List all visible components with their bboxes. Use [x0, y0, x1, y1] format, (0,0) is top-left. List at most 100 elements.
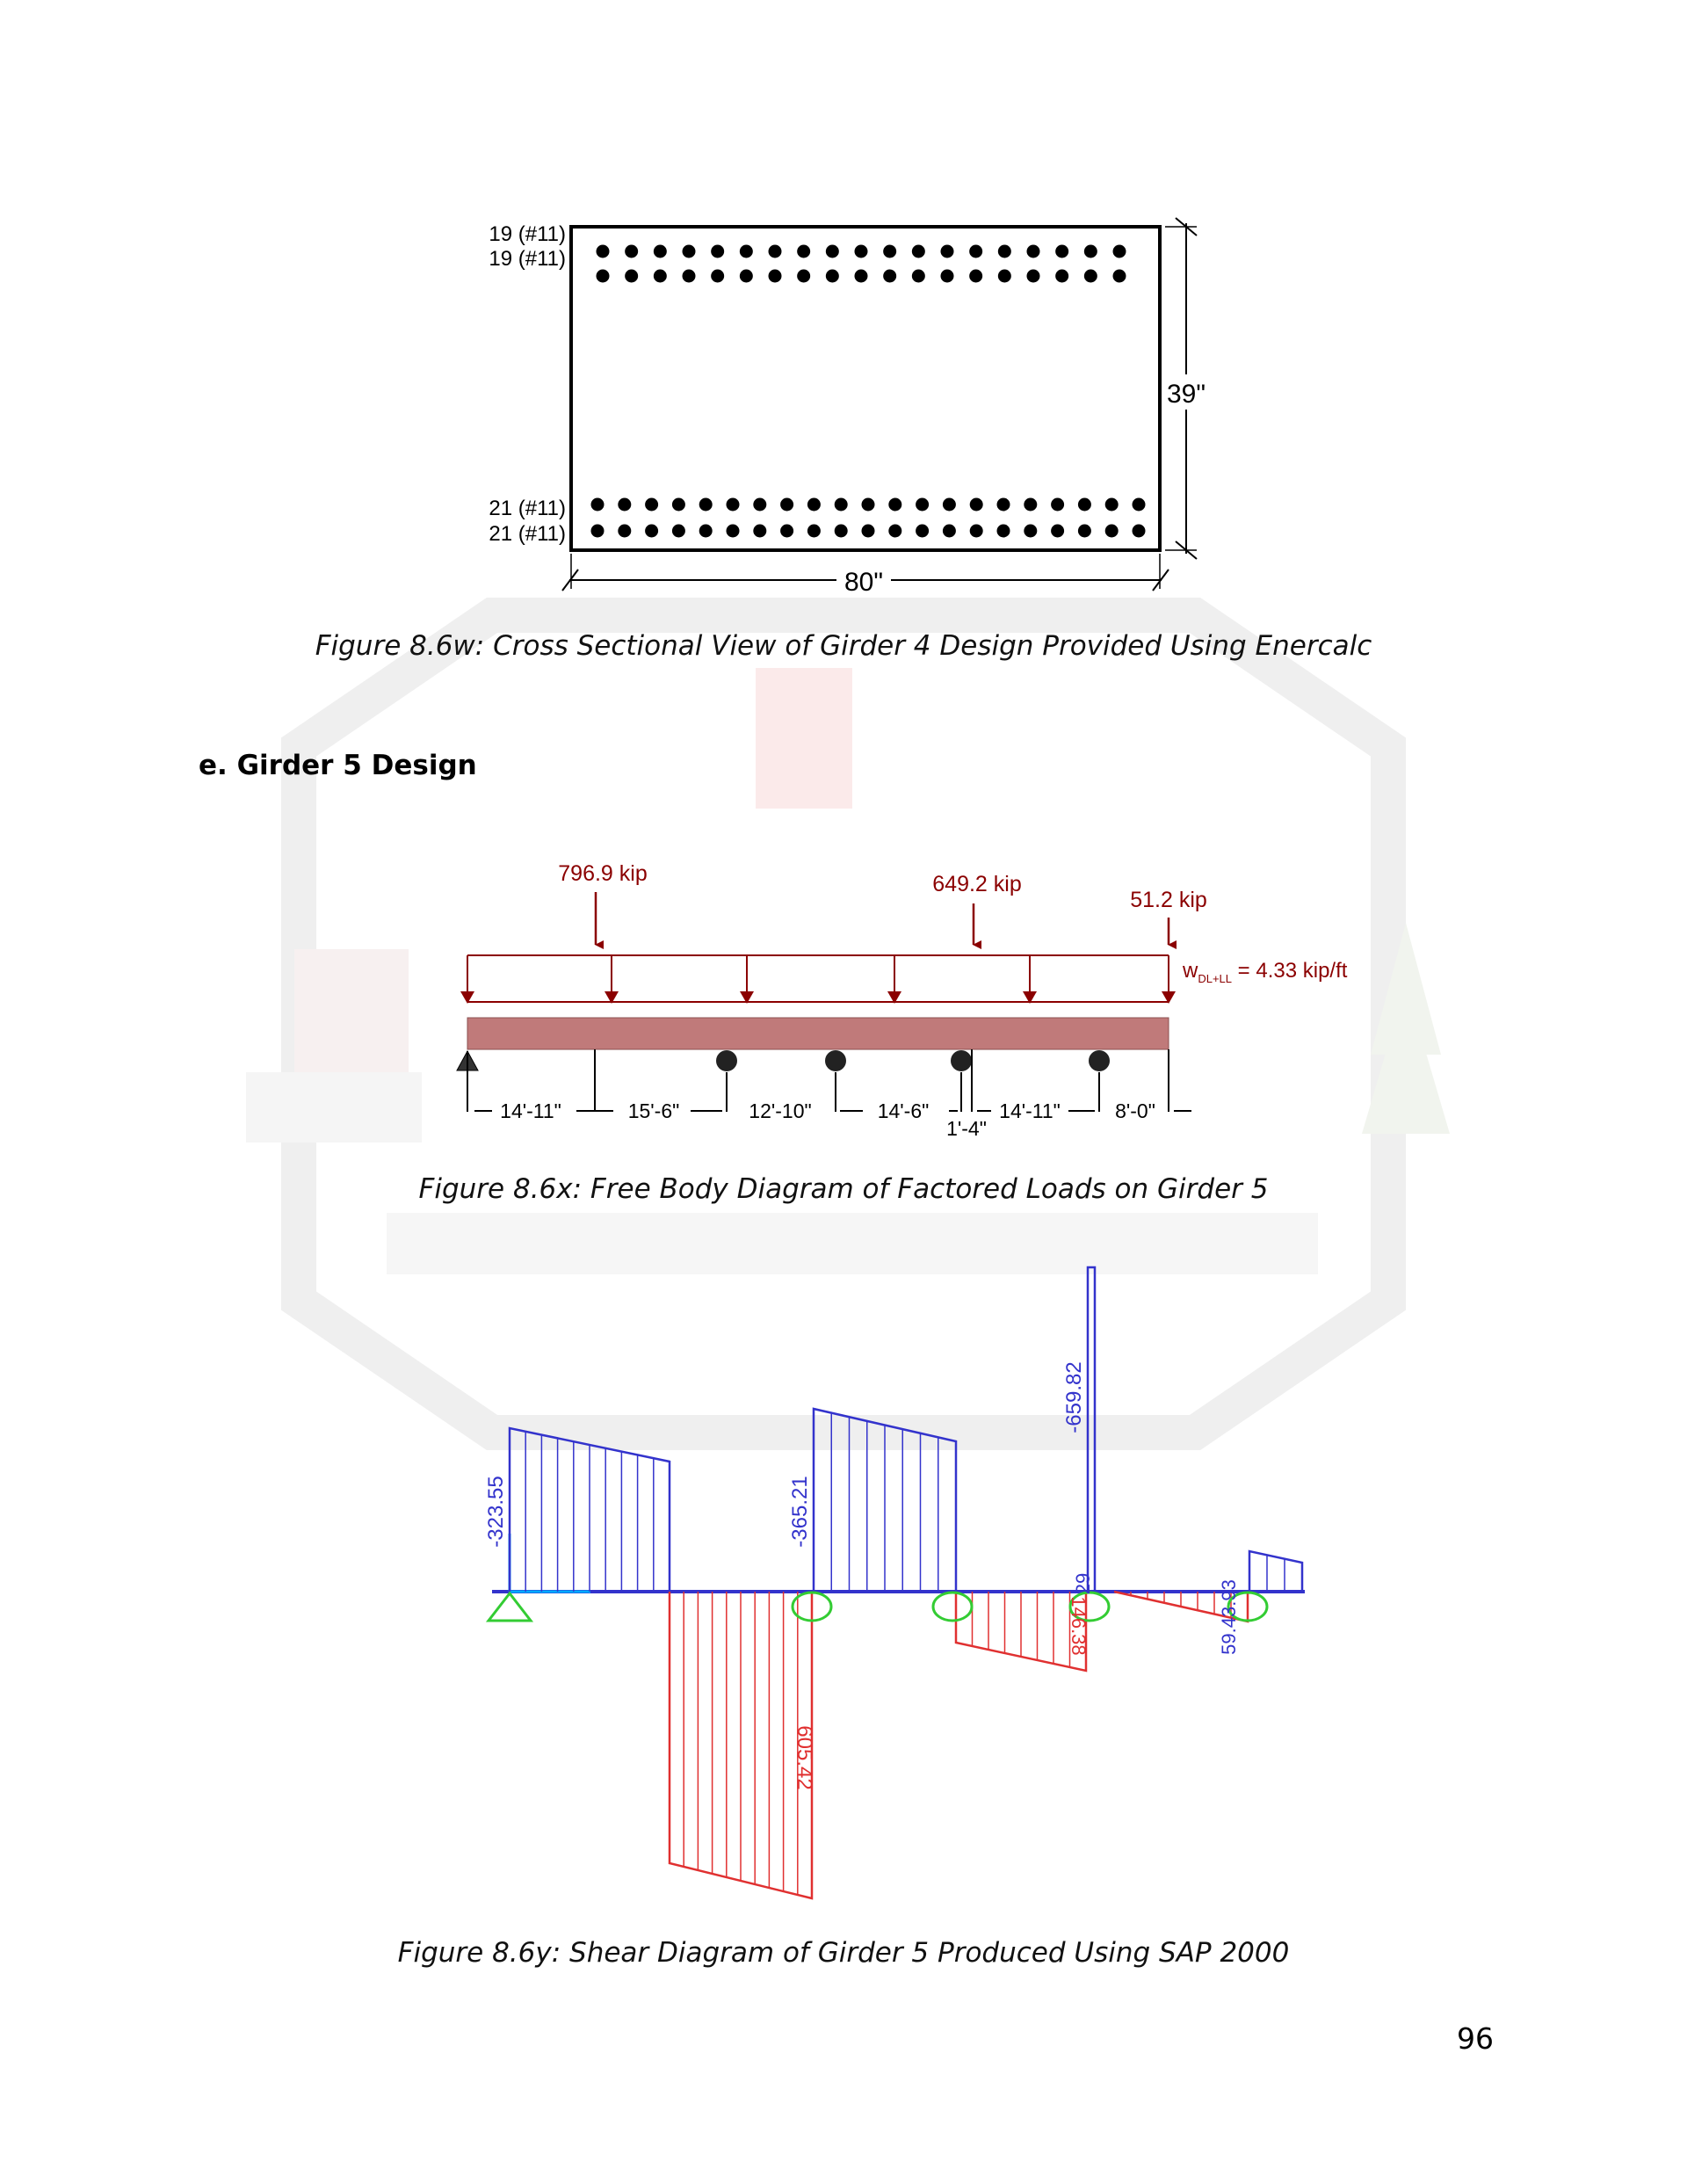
rebar-dot [780, 524, 794, 538]
rebar-dot [1026, 244, 1040, 258]
udl-arrow-head [460, 991, 474, 1004]
rebar-dot [726, 524, 740, 538]
rebar-dot [1104, 524, 1119, 538]
rebar-dot [1077, 497, 1091, 512]
figure-8-6y-caption: Figure 8.6y: Shear Diagram of Girder 5 P… [397, 1937, 1290, 1969]
span-5: 1'-4" [946, 1117, 987, 1140]
rebar-dot [825, 269, 839, 283]
span-2: 15'-6" [628, 1099, 680, 1122]
udl-arrow-head [1162, 991, 1176, 1004]
page-number: 96 [1457, 2021, 1494, 2056]
rebar-dot [834, 497, 848, 512]
shear-roller-supports [791, 1591, 1269, 1622]
rebar-dot [797, 244, 811, 258]
rebar-dot [911, 269, 925, 283]
rebar-dot [969, 269, 983, 283]
udl-arrow-head [887, 991, 901, 1004]
rebar-dot [969, 524, 983, 538]
rebar-dot [1077, 524, 1091, 538]
span-6: 14'-11" [999, 1099, 1061, 1122]
rebar-dot [1055, 244, 1069, 258]
distributed-load-label: wDL+LL = 4.33 kip/ft [1182, 959, 1348, 985]
rebar-dot [996, 497, 1010, 512]
width-dimension: 80" [844, 568, 883, 597]
girder-section-outline [569, 225, 1162, 552]
rebar-dot [888, 497, 902, 512]
top-row-2-label: 19 (#11) [489, 247, 566, 271]
rebar-dot [883, 244, 897, 258]
shear-label-4: 605.42 [793, 1725, 816, 1789]
rebar-dot [590, 497, 605, 512]
rebar-dot [645, 524, 659, 538]
rebar-dot [753, 497, 767, 512]
rebar-dot [1051, 524, 1065, 538]
point-load-1: 796.9 kip [558, 861, 647, 886]
rebar-dot [618, 524, 632, 538]
rebar-dot [996, 524, 1010, 538]
rebar-dot [1024, 497, 1038, 512]
rebar-dot [596, 244, 610, 258]
rebar-dot [653, 244, 667, 258]
shear-label-1: -323.55 [484, 1476, 508, 1547]
rebar-dot [711, 269, 725, 283]
udl-arrow-head [1023, 991, 1037, 1004]
rebar-dot [834, 524, 848, 538]
rebar-dot [888, 524, 902, 538]
rebar-dot [645, 497, 659, 512]
span-3: 12'-10" [749, 1099, 811, 1122]
free-body-diagram: 796.9 kip 649.2 kip 51.2 kip wDL+LL = 4.… [456, 861, 1348, 1140]
rebar-dot [625, 244, 639, 258]
rebar-dot [590, 524, 605, 538]
rebar-dot [682, 269, 696, 283]
rebar-dot [1083, 244, 1097, 258]
rebar-dot [671, 497, 685, 512]
distributed-load-arrows [460, 955, 1176, 1004]
rebar-dot [1132, 524, 1146, 538]
rebar-dot [739, 269, 753, 283]
span-1: 14'-11" [500, 1099, 561, 1122]
rebar-dot [618, 497, 632, 512]
roller-supports [716, 1050, 1110, 1071]
rebar-dot [1026, 269, 1040, 283]
udl-arrow-head [605, 991, 619, 1004]
shear-label-5: 146.38 [1068, 1596, 1090, 1655]
shear-negative-regions [668, 1590, 1249, 1900]
rebar-dot [825, 244, 839, 258]
span-7: 8'-0" [1115, 1099, 1155, 1122]
shear-label-7: 59.43.93 [1218, 1579, 1240, 1655]
rebar-dot [682, 244, 696, 258]
rebar-dot [753, 524, 767, 538]
shear-diagram: -323.55 -365.21 -659.82 605.42 146.38 29… [484, 1266, 1305, 1900]
rebar-dot [1132, 497, 1146, 512]
rebar-dot [625, 269, 639, 283]
rebar-dot [997, 244, 1011, 258]
cross-section-figure: 19 (#11) 19 (#11) 21 (#11) 21 (#11) 39" … [489, 217, 1210, 597]
rebar-dot [1112, 269, 1126, 283]
shear-pin-support [485, 1591, 534, 1622]
rebar-dot [969, 244, 983, 258]
rebar-dot [1024, 524, 1038, 538]
rebar-dot [1051, 497, 1065, 512]
rebar-dot [1104, 497, 1119, 512]
figure-8-6w-caption: Figure 8.6w: Cross Sectional View of Gir… [315, 630, 1372, 662]
bottom-reinforcement [590, 497, 1146, 538]
rebar-dot [916, 497, 930, 512]
section-heading: e. Girder 5 Design [199, 750, 477, 781]
rebar-dot [739, 244, 753, 258]
top-reinforcement [596, 244, 1126, 283]
shear-label-6: 29 [1072, 1573, 1094, 1594]
shear-positive-hatching [525, 1412, 1285, 1592]
point-load-2: 649.2 kip [932, 872, 1021, 896]
height-dimension: 39" [1167, 380, 1206, 409]
rebar-dot [768, 269, 782, 283]
span-4: 14'-6" [878, 1099, 930, 1122]
rebar-dot [807, 497, 821, 512]
rebar-dot [711, 244, 725, 258]
top-row-1-label: 19 (#11) [489, 222, 566, 246]
rebar-dot [911, 244, 925, 258]
rebar-dot [854, 269, 868, 283]
rebar-dot [861, 524, 875, 538]
shear-label-3: -659.82 [1062, 1361, 1086, 1433]
rebar-dot [1083, 269, 1097, 283]
